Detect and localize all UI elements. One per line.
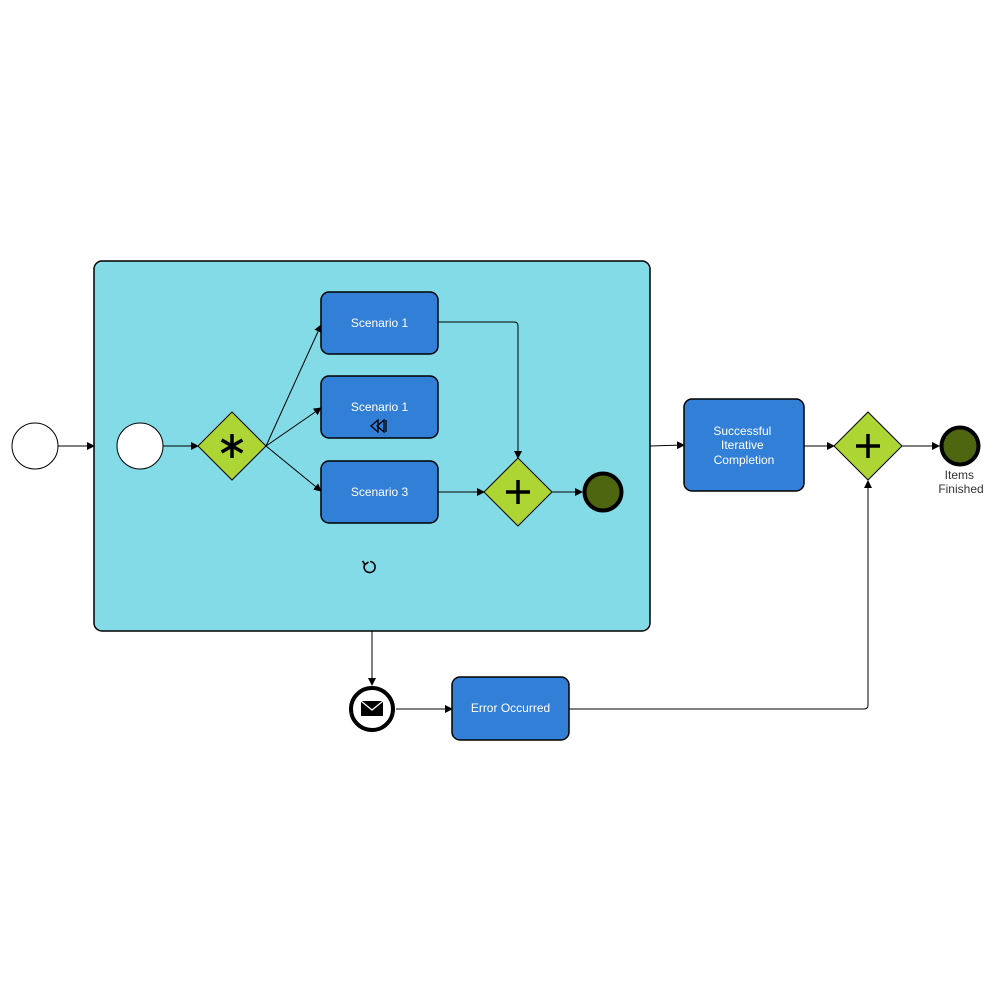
plus-icon bbox=[506, 480, 530, 504]
task-label: Scenario 1 bbox=[351, 400, 409, 414]
flow-gateway-to-scenario-1a bbox=[265, 324, 322, 447]
inner-parallel-gateway[interactable] bbox=[483, 457, 553, 527]
end-event-label-line: Items bbox=[945, 468, 974, 482]
task-error-occurred[interactable]: Error Occurred bbox=[451, 676, 570, 741]
asterisk-icon bbox=[220, 434, 244, 458]
flow-gateway-to-scenario-3 bbox=[265, 445, 322, 492]
task-label-line: Completion bbox=[714, 453, 775, 467]
end-event-label-line: Finished bbox=[938, 482, 983, 496]
inner-end-event[interactable] bbox=[582, 471, 624, 513]
flow-gateway-to-scenario-1b bbox=[265, 407, 322, 447]
rewind-icon bbox=[370, 418, 387, 434]
complex-gateway[interactable] bbox=[197, 411, 267, 481]
flow-error-to-join bbox=[569, 480, 872, 710]
task-scenario-3[interactable]: Scenario 3 bbox=[320, 460, 439, 524]
end-event-label: Items Finished bbox=[938, 468, 983, 496]
task-label: Scenario 3 bbox=[351, 485, 409, 499]
flow-scenario-1a-to-join bbox=[438, 321, 522, 459]
end-event[interactable] bbox=[939, 425, 981, 467]
task-scenario-1b[interactable]: Scenario 1 bbox=[320, 375, 439, 439]
outer-parallel-gateway[interactable] bbox=[833, 411, 903, 481]
task-label: Successful Iterative Completion bbox=[713, 424, 774, 467]
plus-icon bbox=[856, 434, 880, 458]
start-event[interactable] bbox=[11, 422, 59, 470]
flow-subprocess-to-completion bbox=[649, 441, 685, 450]
sequence-flows bbox=[58, 321, 940, 713]
task-label: Scenario 1 bbox=[351, 316, 409, 330]
envelope-icon bbox=[360, 700, 384, 716]
boundary-message-event[interactable] bbox=[349, 686, 395, 732]
inner-start-event[interactable] bbox=[116, 422, 164, 470]
task-label-line: Successful bbox=[713, 424, 771, 438]
task-label-line: Iterative bbox=[721, 438, 764, 452]
task-scenario-1a[interactable]: Scenario 1 bbox=[320, 291, 439, 355]
task-successful-completion[interactable]: Successful Iterative Completion bbox=[683, 398, 805, 492]
loop-icon bbox=[361, 560, 376, 574]
task-label: Error Occurred bbox=[471, 701, 550, 715]
